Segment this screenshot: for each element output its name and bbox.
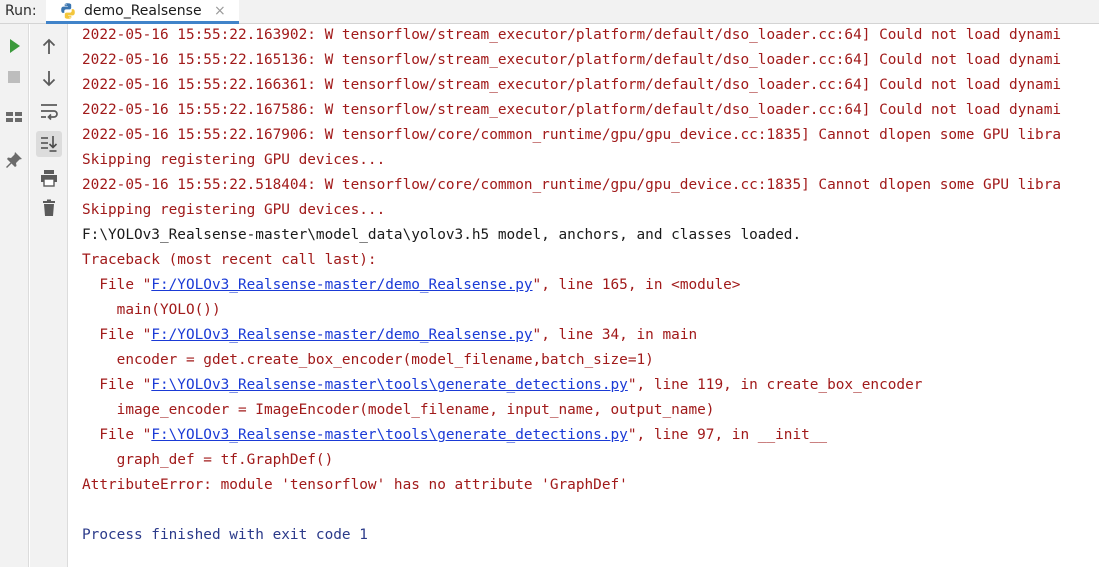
console-output[interactable]: 2022-05-16 15:55:22.163902: W tensorflow…: [68, 24, 1099, 567]
layout-icon: [3, 106, 25, 128]
console-error-line: 2022-05-16 15:55:22.166361: W tensorflow…: [82, 77, 1062, 93]
soft-wrap-icon: [38, 100, 60, 122]
scroll-down-button[interactable]: [38, 67, 60, 89]
python-icon: [59, 2, 77, 20]
tab-demo-realsense[interactable]: demo_Realsense ×: [46, 0, 239, 24]
traceback-prefix: File ": [82, 377, 152, 393]
run-toolbar: [0, 24, 29, 567]
console-toolbar: [30, 24, 68, 567]
close-icon[interactable]: ×: [214, 3, 226, 19]
console-error-line: 2022-05-16 15:55:22.165136: W tensorflow…: [82, 52, 1062, 68]
console-error-line: Skipping registering GPU devices...: [82, 152, 386, 168]
run-label: Run:: [5, 3, 37, 19]
traceback-file-line: File "F:\YOLOv3_Realsense-master\tools\g…: [82, 423, 827, 448]
console-error-line: 2022-05-16 15:55:22.163902: W tensorflow…: [82, 27, 1062, 43]
console-error-line: 2022-05-16 15:55:22.518404: W tensorflow…: [82, 177, 1062, 193]
console-error-line: image_encoder = ImageEncoder(model_filen…: [82, 402, 715, 418]
rerun-button[interactable]: [3, 35, 25, 57]
console-output-line: F:\YOLOv3_Realsense-master\model_data\yo…: [82, 227, 802, 243]
traceback-suffix: ", line 165, in <module>: [532, 277, 741, 293]
traceback-suffix: ", line 97, in __init__: [627, 427, 828, 443]
console-error-line: 2022-05-16 15:55:22.167906: W tensorflow…: [82, 127, 1062, 143]
soft-wrap-button[interactable]: [38, 100, 60, 122]
console-error-line: graph_def = tf.GraphDef(): [82, 452, 334, 468]
run-header: Run: demo_Realsense ×: [0, 0, 1099, 24]
traceback-file-line: File "F:/YOLOv3_Realsense-master/demo_Re…: [82, 273, 740, 298]
scroll-to-end-button[interactable]: [36, 131, 62, 157]
file-link[interactable]: F:\YOLOv3_Realsense-master\tools\generat…: [151, 377, 628, 393]
file-link[interactable]: F:/YOLOv3_Realsense-master/demo_Realsens…: [151, 327, 533, 343]
traceback-file-line: File "F:\YOLOv3_Realsense-master\tools\g…: [82, 373, 922, 398]
trash-icon: [38, 197, 60, 219]
file-link[interactable]: F:\YOLOv3_Realsense-master\tools\generat…: [151, 427, 628, 443]
stop-button[interactable]: [3, 66, 25, 88]
console-error-line: Skipping registering GPU devices...: [82, 202, 386, 218]
stop-icon: [3, 66, 25, 88]
pin-icon: [3, 149, 25, 171]
traceback-prefix: File ": [82, 277, 152, 293]
restore-layout-button[interactable]: [3, 106, 25, 128]
console-error-line: AttributeError: module 'tensorflow' has …: [82, 477, 628, 493]
traceback-prefix: File ": [82, 427, 152, 443]
traceback-prefix: File ": [82, 327, 152, 343]
print-icon: [38, 167, 60, 189]
run-icon: [3, 35, 25, 57]
scroll-up-button[interactable]: [38, 36, 60, 58]
scroll-to-end-icon: [36, 131, 62, 157]
print-button[interactable]: [38, 167, 60, 189]
console-error-line: 2022-05-16 15:55:22.167586: W tensorflow…: [82, 102, 1062, 118]
console-error-line: Traceback (most recent call last):: [82, 252, 377, 268]
traceback-suffix: ", line 119, in create_box_encoder: [627, 377, 923, 393]
process-finished-line: Process finished with exit code 1: [82, 527, 368, 543]
console-error-line: main(YOLO()): [82, 302, 221, 318]
traceback-file-line: File "F:/YOLOv3_Realsense-master/demo_Re…: [82, 323, 697, 348]
arrow-up-icon: [38, 36, 60, 58]
traceback-suffix: ", line 34, in main: [532, 327, 698, 343]
clear-all-button[interactable]: [38, 197, 60, 219]
console-error-line: encoder = gdet.create_box_encoder(model_…: [82, 352, 654, 368]
arrow-down-icon: [38, 67, 60, 89]
pin-tab-button[interactable]: [3, 149, 25, 171]
tab-label: demo_Realsense: [84, 3, 202, 19]
file-link[interactable]: F:/YOLOv3_Realsense-master/demo_Realsens…: [151, 277, 533, 293]
